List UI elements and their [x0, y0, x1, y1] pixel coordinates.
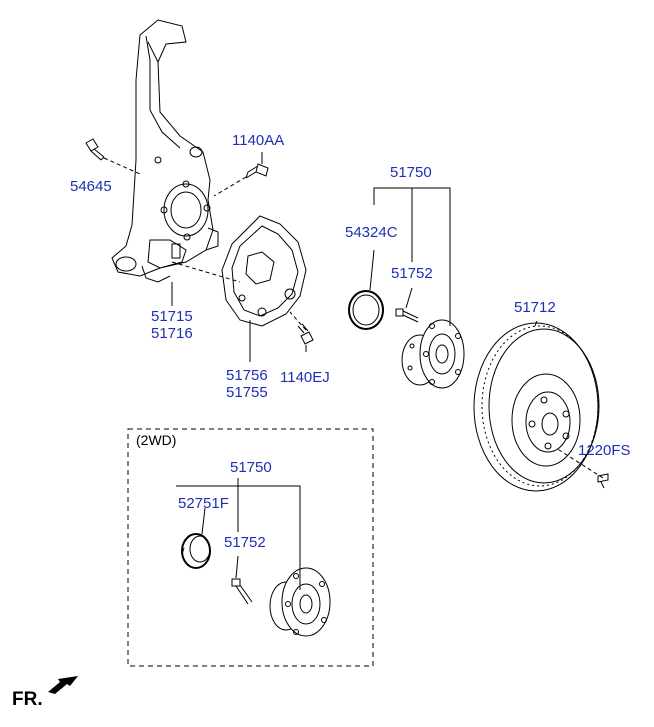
leader-lines: [171, 152, 538, 590]
part-label-51716[interactable]: 51716: [151, 325, 193, 342]
section-2wd-label: (2WD): [136, 432, 177, 448]
part-label-52751F[interactable]: 52751F: [178, 495, 229, 512]
section-2wd-box: [127, 428, 374, 667]
part-label-54324C[interactable]: 54324C: [345, 224, 398, 241]
part-label-51752-2wd[interactable]: 51752: [224, 534, 266, 551]
leader-lines-dashed: [103, 157, 604, 479]
part-label-1140EJ[interactable]: 1140EJ: [280, 369, 330, 386]
part-label-51756[interactable]: 51756: [226, 367, 268, 384]
brake-disc-part[interactable]: [473, 322, 600, 492]
part-label-51750-top[interactable]: 51750: [390, 164, 432, 181]
grease-cap-part[interactable]: [181, 533, 211, 569]
part-label-51715[interactable]: 51715: [151, 308, 193, 325]
part-label-54645[interactable]: 54645: [70, 178, 112, 195]
dust-cover-part[interactable]: [221, 215, 307, 327]
front-direction-arrow-icon: [48, 676, 78, 694]
part-label-51752-top[interactable]: 51752: [391, 265, 433, 282]
part-label-51750-2wd[interactable]: 51750: [230, 459, 272, 476]
bolt-1140AA-part[interactable]: [245, 163, 269, 179]
hub-bearing-2wd-part[interactable]: [269, 567, 331, 637]
hub-bolt-2wd-part[interactable]: [231, 578, 253, 605]
o-ring-part[interactable]: [348, 290, 384, 330]
part-label-1220FS[interactable]: 1220FS: [578, 442, 631, 459]
part-label-1140AA[interactable]: 1140AA: [232, 132, 285, 149]
part-label-51712[interactable]: 51712: [514, 299, 556, 316]
hub-bolt-top-part[interactable]: [395, 308, 419, 323]
bolt-1140EJ-part[interactable]: [297, 323, 314, 345]
direction-label: FR.: [12, 689, 43, 710]
bolt-54645-part[interactable]: [85, 138, 105, 161]
steering-knuckle-part[interactable]: [111, 19, 219, 283]
part-label-51755[interactable]: 51755: [226, 384, 268, 401]
hub-bearing-top-part[interactable]: [401, 319, 465, 389]
